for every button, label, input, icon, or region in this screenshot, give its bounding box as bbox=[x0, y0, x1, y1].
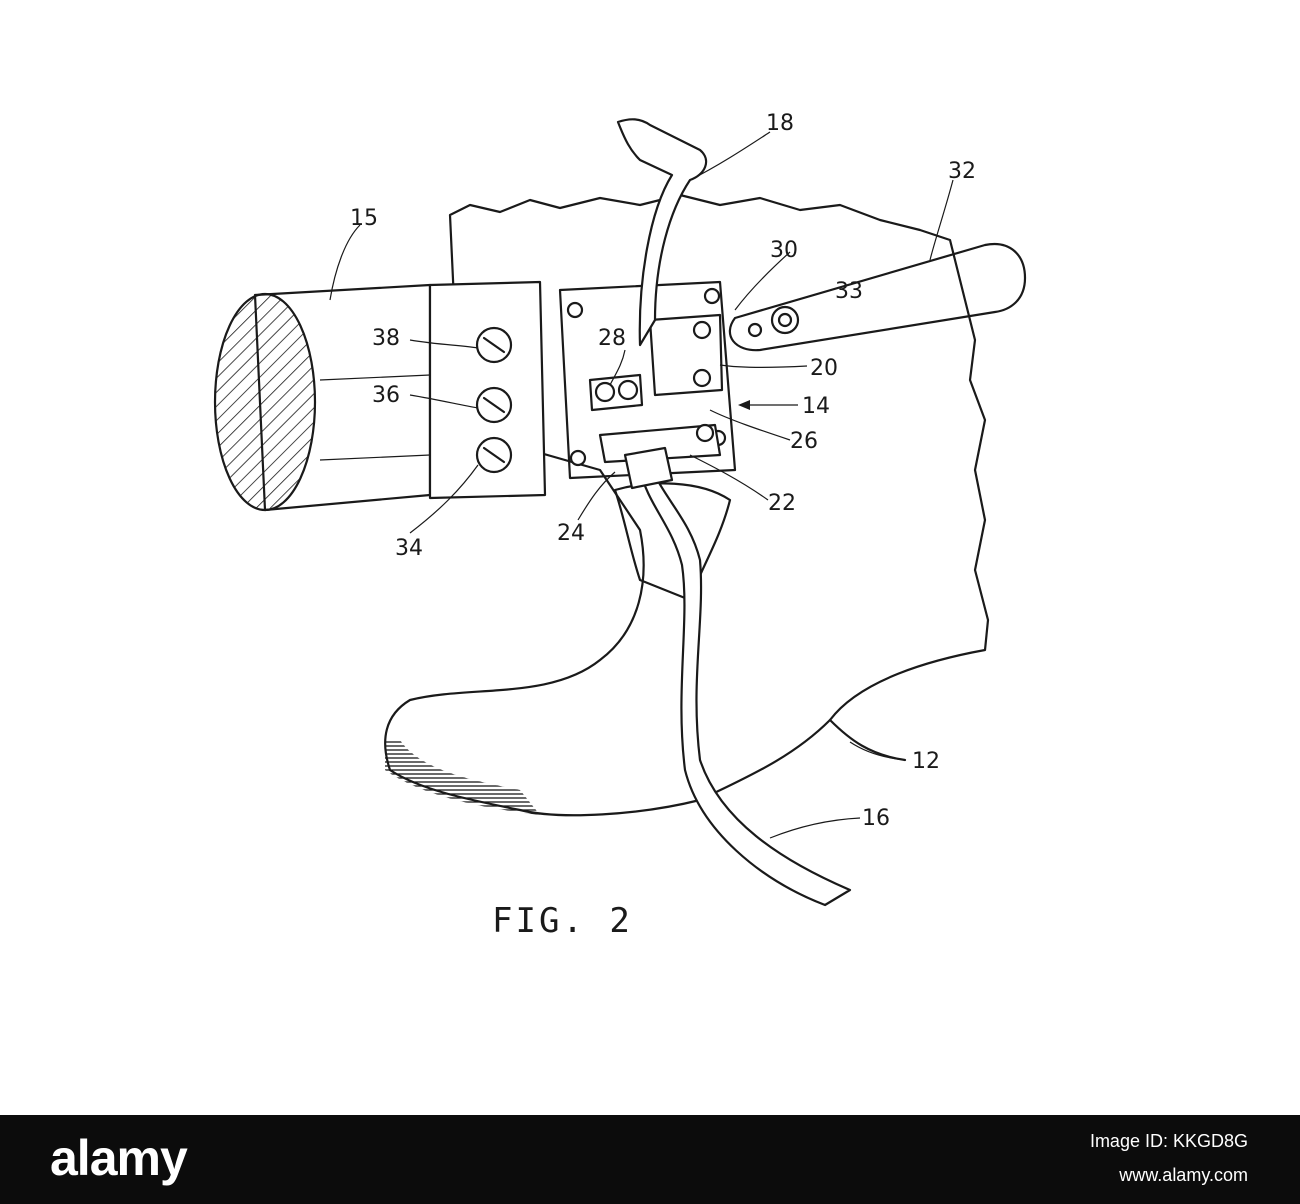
brand-logo[interactable]: alamy bbox=[50, 1130, 188, 1186]
mounting-plate bbox=[558, 280, 737, 480]
leader-lines bbox=[329, 131, 954, 839]
label-26: 26 bbox=[790, 429, 818, 454]
screw-36 bbox=[475, 386, 513, 424]
bar-end bbox=[213, 292, 317, 512]
toe-shading bbox=[385, 740, 540, 815]
buckle-24 bbox=[623, 446, 674, 490]
label-32: 32 bbox=[948, 159, 976, 184]
figure-caption: FIG. 2 bbox=[492, 901, 633, 941]
strap-16 bbox=[638, 463, 852, 907]
screw-34 bbox=[475, 436, 513, 474]
label-24: 24 bbox=[557, 521, 585, 546]
boot-opening bbox=[613, 482, 732, 602]
heel-line bbox=[828, 718, 907, 762]
label-28: 28 bbox=[598, 326, 626, 351]
latch-plate-22 bbox=[598, 423, 722, 464]
image-code: Image ID: KKGD8G bbox=[1089, 1131, 1248, 1151]
site-url[interactable]: www.alamy.com bbox=[1119, 1165, 1248, 1185]
lever-32 bbox=[728, 242, 1027, 352]
label-12: 12 bbox=[912, 749, 940, 774]
label-34: 34 bbox=[395, 536, 423, 561]
label-14: 14 bbox=[802, 394, 830, 419]
label-20: 20 bbox=[810, 356, 838, 381]
label-16: 16 bbox=[862, 806, 890, 831]
stock-footer: alamy Image ID: KKGD8G www.alamy.com bbox=[0, 1115, 1300, 1204]
label-22: 22 bbox=[768, 491, 796, 516]
label-38: 38 bbox=[372, 326, 400, 351]
label-18: 18 bbox=[766, 111, 794, 136]
patent-drawing: 18 32 15 30 33 38 28 20 14 36 26 22 24 3… bbox=[213, 111, 1027, 941]
strap-18 bbox=[616, 118, 708, 347]
screw-38 bbox=[475, 326, 513, 364]
label-33: 33 bbox=[835, 279, 863, 304]
label-30: 30 bbox=[770, 238, 798, 263]
label-36: 36 bbox=[372, 383, 400, 408]
label-15: 15 bbox=[350, 206, 378, 231]
latch-plate-20 bbox=[648, 313, 724, 397]
